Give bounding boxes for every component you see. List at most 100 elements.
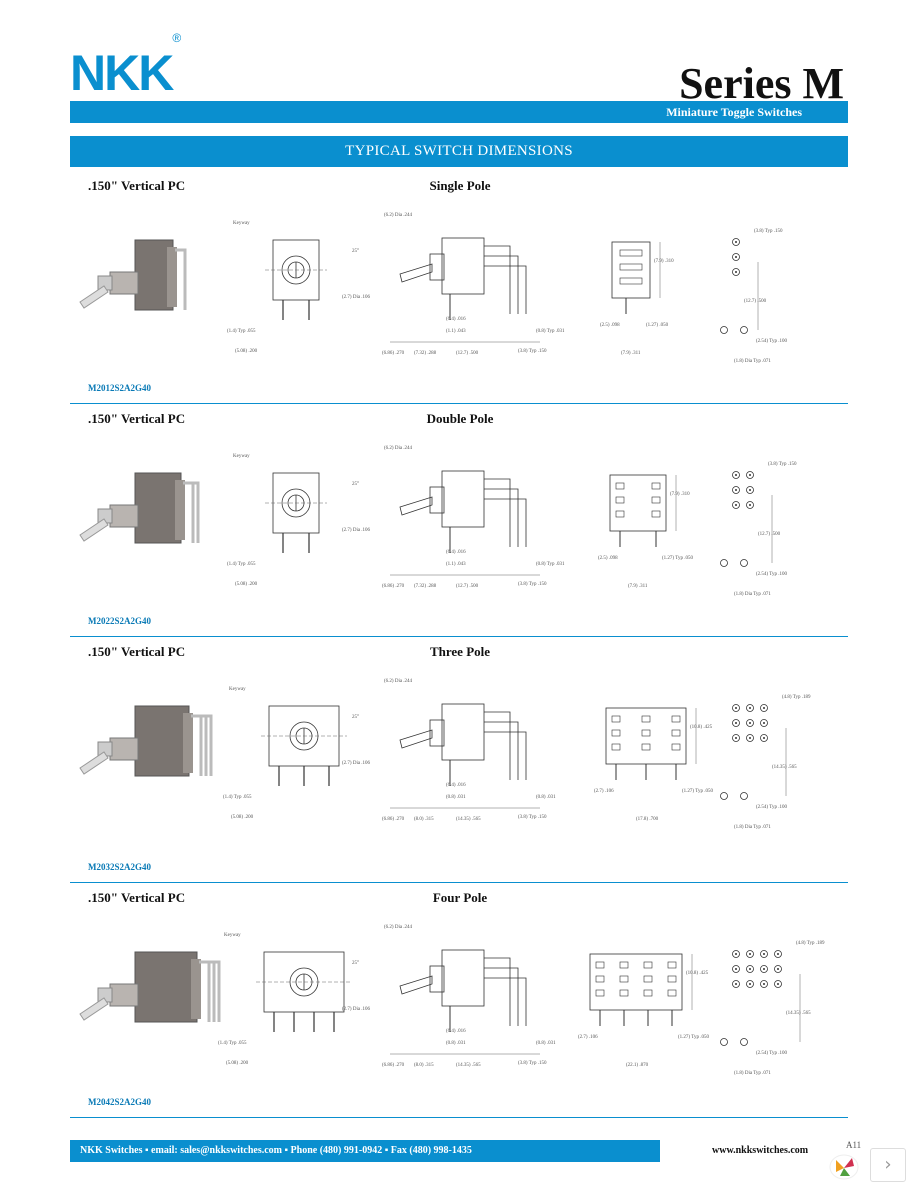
switch-drawing: Keyway(1.4) Typ .055(5.08) .200(6.2) Dia…	[79, 213, 787, 364]
logo-text: NKK	[70, 45, 174, 101]
mount-label: .150" Vertical PC	[88, 644, 186, 659]
dim-angle: 25°	[352, 249, 359, 254]
pcb-layout: (3.8) Typ .150(12.7) .500(2.54) Typ .100…	[720, 229, 787, 364]
panel-divider	[70, 403, 848, 404]
mount-label: .150" Vertical PC	[88, 411, 186, 426]
dim-079: (10.8) .425	[690, 725, 713, 730]
dim-79: (22.1) .870	[626, 1063, 649, 1068]
dim-18: (1.8) Dia Typ .071	[734, 825, 771, 830]
dim-11: (1.1) .043	[446, 562, 466, 567]
pole-label: Double Pole	[426, 411, 494, 426]
part-number: M2032S2A2G40	[88, 862, 151, 872]
dim-width-508: (5.08) .200	[235, 349, 258, 354]
dim-38b: (4.8) Typ .189	[782, 695, 811, 700]
bottom-view: (10.8) .425(2.7) .106(1.27) Typ .050(22.…	[578, 953, 709, 1068]
dim-11: (0.8) .031	[446, 795, 466, 800]
dim-dia-lever: (2.7) Dia .106	[342, 528, 371, 533]
dim-dia-lever: (2.7) Dia .106	[342, 1007, 371, 1012]
keyway-label: Keyway	[233, 221, 250, 226]
dim-38: (3.8) Typ .150	[518, 815, 547, 820]
dim-38: (3.8) Typ .150	[518, 582, 547, 587]
dim-11: (0.8) .031	[446, 1041, 466, 1046]
dim-64: (6.4) .016	[446, 1029, 466, 1034]
dim-127b: (1.27) Typ .050	[682, 789, 713, 794]
side-view: (6.2) Dia .244 25° (2.7) Dia .106 (6.4) .01…	[342, 446, 565, 589]
keyway-label: Keyway	[224, 933, 241, 938]
dim-08: (0.8) Typ .031	[536, 562, 565, 567]
part-number: M2012S2A2G40	[88, 383, 151, 393]
switch-drawing: Keyway(1.4) Typ .055(5.08) .200(6.2) Dia…	[79, 679, 811, 830]
dim-dia-top: (6.2) Dia .244	[384, 679, 413, 684]
part-number: M2042S2A2G40	[88, 1097, 151, 1107]
dim-127: (14.35) .565	[456, 1063, 481, 1068]
dim-64: (6.4) .016	[446, 550, 466, 555]
dim-dia-top: (6.2) Dia .244	[384, 925, 413, 930]
dim-127: (12.7) .500	[456, 351, 479, 356]
pcb-layout: (4.8) Typ .189(14.35) .565(2.54) Typ .10…	[720, 695, 811, 830]
series-title: Series M	[679, 59, 844, 108]
dim-angle: 25°	[352, 482, 359, 487]
footer-contact: NKK Switches ▪ email: sales@nkkswitches.…	[70, 1140, 660, 1162]
dim-686: (6.86) .270	[382, 817, 405, 822]
dim-25: (2.7) .106	[578, 1035, 598, 1040]
bottom-view: (10.8) .425 (2.7) .106 (1.27) Typ .050 (17.…	[594, 707, 713, 822]
keyway-label: Keyway	[233, 454, 250, 459]
dim-width-508: (5.08) .200	[231, 815, 254, 820]
panel-divider	[70, 882, 848, 883]
dim-64: (6.4) .016	[446, 317, 466, 322]
mount-label: .150" Vertical PC	[88, 890, 186, 905]
dim-079: (10.8) .425	[686, 971, 709, 976]
mount-label: .150" Vertical PC	[88, 178, 186, 193]
dim-angle: 25°	[352, 715, 359, 720]
part-number: M2022S2A2G40	[88, 616, 151, 626]
dim-dia-lever: (2.7) Dia .106	[342, 761, 371, 766]
front-view: Keyway(1.4) Typ .055(5.08) .200	[227, 221, 327, 354]
next-page-button[interactable]: ›	[870, 1148, 906, 1182]
dim-127b: (1.27) .050	[646, 323, 669, 328]
dim-width-508: (5.08) .200	[226, 1061, 249, 1066]
panel-divider	[70, 636, 848, 637]
dim-127c: (14.35) .565	[786, 1011, 811, 1016]
dim-typ-14: (1.4) Typ .055	[218, 1041, 247, 1046]
dim-11: (1.1) .043	[446, 329, 466, 334]
section-title: TYPICAL SWITCH DIMENSIONS	[70, 136, 848, 167]
dim-dia-top: (6.2) Dia .244	[384, 446, 413, 451]
dim-08: (0.8) Typ .031	[536, 329, 565, 334]
dim-79: (17.8) .700	[636, 817, 659, 822]
side-view: (6.2) Dia .244 25° (2.7) Dia .106 (6.4) .01…	[342, 213, 565, 356]
dim-254: (2.54) Typ .100	[756, 1051, 787, 1056]
dim-79: (7.9) .311	[621, 351, 641, 356]
dim-127: (14.35) .565	[456, 817, 481, 822]
nkk-logo: NKK®	[70, 32, 181, 101]
pole-label: Single Pole	[429, 178, 491, 193]
pole-label: Four Pole	[432, 890, 488, 905]
dim-79: (7.9) .311	[628, 584, 648, 589]
dim-127b: (1.27) Typ .050	[662, 556, 693, 561]
dim-732: (8.0) .315	[414, 1063, 434, 1068]
dim-079: (7.9) .310	[654, 259, 674, 264]
dim-127c: (12.7) .500	[758, 532, 781, 537]
pole-label: Three Pole	[429, 644, 491, 659]
dim-typ-14: (1.4) Typ .055	[227, 562, 256, 567]
dim-dia-top: (6.2) Dia .244	[384, 213, 413, 218]
dim-732: (8.0) .315	[414, 817, 434, 822]
dim-64: (6.4) .016	[446, 783, 466, 788]
dim-dia-lever: (2.7) Dia .106	[342, 295, 371, 300]
dim-25: (2.7) .106	[594, 789, 614, 794]
footer-website[interactable]: www.nkkswitches.com	[712, 1145, 809, 1156]
dim-38b: (3.8) Typ .150	[754, 229, 783, 234]
registered-mark: ®	[172, 31, 182, 46]
dim-angle: 25°	[352, 961, 359, 966]
side-view: (6.2) Dia .244 25° (2.7) Dia .106 (6.4) .01…	[342, 679, 556, 822]
dim-18: (1.8) Dia Typ .071	[734, 359, 771, 364]
bottom-view: (7.9) .310(2.5) .098(1.27) Typ .050(7.9)…	[598, 474, 693, 589]
pcb-layout: (4.8) Typ .189(14.35) .565(2.54) Typ .10…	[720, 941, 825, 1076]
side-view: (6.2) Dia .244 25° (2.7) Dia .106 (6.4) .01…	[342, 925, 556, 1068]
front-view: Keyway(1.4) Typ .055(5.08) .200	[227, 454, 327, 587]
dim-18: (1.8) Dia Typ .071	[734, 592, 771, 597]
series-subtitle: Miniature Toggle Switches	[666, 105, 802, 119]
switch-drawing: Keyway (1.4) Typ .055 (5.08) .200 (6.2) Dia…	[79, 925, 825, 1076]
